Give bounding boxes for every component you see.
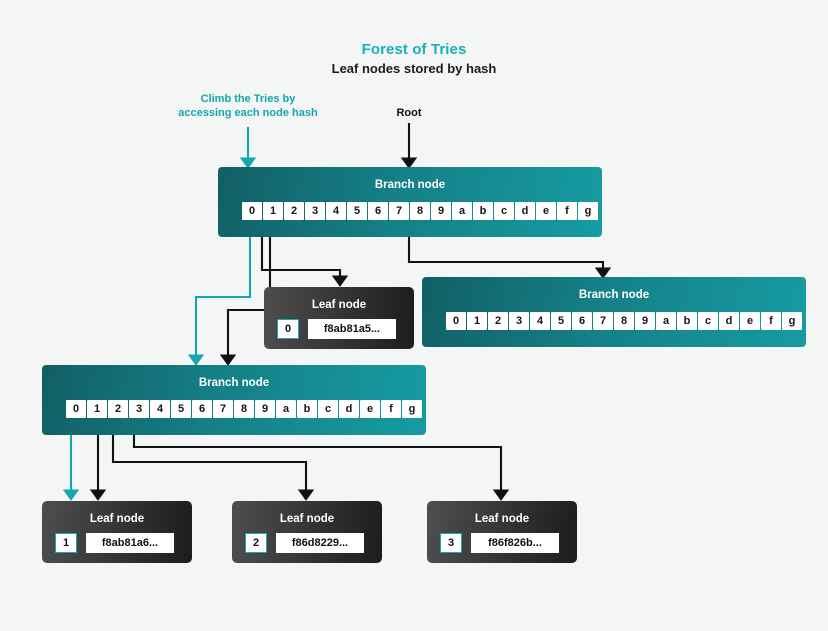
branch-cell-a[interactable]: a [656, 312, 676, 330]
branch-cell-8[interactable]: 8 [234, 400, 254, 418]
branch-cell-b[interactable]: b [677, 312, 697, 330]
leaf-hash-box[interactable]: f8ab81a6... [86, 533, 174, 553]
branch-cell-6[interactable]: 6 [368, 202, 388, 220]
branch-cell-8[interactable]: 8 [614, 312, 634, 330]
branch-cell-6[interactable]: 6 [572, 312, 592, 330]
branch-cell-1[interactable]: 1 [467, 312, 487, 330]
branch-cell-c[interactable]: c [698, 312, 718, 330]
leaf-hash-box[interactable]: f86d8229... [276, 533, 364, 553]
leaf-node-row: 2 f86d8229... [245, 533, 364, 553]
branch-cell-7[interactable]: 7 [213, 400, 233, 418]
branch-cell-3[interactable]: 3 [305, 202, 325, 220]
leaf-index-box[interactable]: 3 [440, 533, 462, 553]
branch-cell-9[interactable]: 9 [431, 202, 451, 220]
branch-cell-row: 0 1 2 3 4 5 6 7 8 9 a b c d e f g [66, 400, 422, 418]
wire-root8-to-right-branch [407, 232, 612, 279]
climb-annotation: Climb the Tries by accessing each node h… [178, 93, 318, 119]
branch-cell-4[interactable]: 4 [150, 400, 170, 418]
page-subtitle: Leaf nodes stored by hash [331, 61, 497, 76]
branch-node-right[interactable]: Branch node 0 1 2 3 4 5 6 7 8 9 a b c d … [422, 277, 806, 347]
leaf-node-top[interactable]: Leaf node 0 f8ab81a5... [264, 287, 414, 349]
branch-cell-e[interactable]: e [360, 400, 380, 418]
branch-cell-8[interactable]: 8 [410, 202, 430, 220]
branch-cell-e[interactable]: e [536, 202, 556, 220]
branch-cell-a[interactable]: a [452, 202, 472, 220]
branch-cell-2[interactable]: 2 [108, 400, 128, 418]
leaf-hash-box[interactable]: f8ab81a5... [308, 319, 396, 339]
branch-cell-b[interactable]: b [297, 400, 317, 418]
branch-cell-g[interactable]: g [578, 202, 598, 220]
branch-cell-f[interactable]: f [381, 400, 401, 418]
branch-cell-c[interactable]: c [318, 400, 338, 418]
leaf-node-row: 0 f8ab81a5... [277, 319, 396, 339]
branch-cell-0[interactable]: 0 [66, 400, 86, 418]
branch-cell-f[interactable]: f [557, 202, 577, 220]
leaf-node-row: 3 f86f826b... [440, 533, 559, 553]
branch-cell-1[interactable]: 1 [263, 202, 283, 220]
wire-lower3-to-leaf3 [132, 432, 510, 501]
branch-node-root[interactable]: Branch node 0 1 2 3 4 5 6 7 8 9 a b c d … [218, 167, 602, 237]
branch-cell-a[interactable]: a [276, 400, 296, 418]
branch-cell-d[interactable]: d [515, 202, 535, 220]
branch-cell-9[interactable]: 9 [635, 312, 655, 330]
branch-cell-0[interactable]: 0 [242, 202, 262, 220]
branch-cell-5[interactable]: 5 [347, 202, 367, 220]
wire-root0-to-lower-branch [187, 232, 252, 366]
branch-cell-row: 0 1 2 3 4 5 6 7 8 9 a b c d e f g [446, 312, 802, 330]
branch-cell-9[interactable]: 9 [255, 400, 275, 418]
branch-cell-7[interactable]: 7 [593, 312, 613, 330]
leaf-node-3[interactable]: Leaf node 3 f86f826b... [427, 501, 577, 563]
branch-cell-0[interactable]: 0 [446, 312, 466, 330]
branch-cell-d[interactable]: d [339, 400, 359, 418]
leaf-index-box[interactable]: 2 [245, 533, 267, 553]
branch-cell-b[interactable]: b [473, 202, 493, 220]
leaf-node-label: Leaf node [311, 299, 367, 311]
branch-cell-3[interactable]: 3 [509, 312, 529, 330]
branch-node-label: Branch node [198, 377, 270, 389]
branch-cell-7[interactable]: 7 [389, 202, 409, 220]
branch-cell-row: 0 1 2 3 4 5 6 7 8 9 a b c d e f g [242, 202, 598, 220]
branch-node-label: Branch node [374, 179, 446, 191]
branch-cell-2[interactable]: 2 [284, 202, 304, 220]
branch-cell-2[interactable]: 2 [488, 312, 508, 330]
branch-cell-d[interactable]: d [719, 312, 739, 330]
branch-cell-g[interactable]: g [402, 400, 422, 418]
branch-node-label: Branch node [578, 289, 650, 301]
leaf-node-label: Leaf node [89, 513, 145, 525]
leaf-node-label: Leaf node [279, 513, 335, 525]
leaf-node-label: Leaf node [474, 513, 530, 525]
branch-cell-g[interactable]: g [782, 312, 802, 330]
branch-cell-5[interactable]: 5 [551, 312, 571, 330]
leaf-hash-box[interactable]: f86f826b... [471, 533, 559, 553]
leaf-node-1[interactable]: Leaf node 1 f8ab81a6... [42, 501, 192, 563]
branch-cell-4[interactable]: 4 [326, 202, 346, 220]
branch-cell-3[interactable]: 3 [129, 400, 149, 418]
root-annotation: Root [396, 107, 422, 119]
wire-root-to-leaf-top [260, 232, 349, 287]
leaf-index-box[interactable]: 1 [55, 533, 77, 553]
branch-node-lower[interactable]: Branch node 0 1 2 3 4 5 6 7 8 9 a b c d … [42, 365, 426, 435]
wire-lower2-to-leaf2 [111, 432, 315, 501]
branch-cell-f[interactable]: f [761, 312, 781, 330]
branch-cell-c[interactable]: c [494, 202, 514, 220]
branch-cell-4[interactable]: 4 [530, 312, 550, 330]
leaf-node-row: 1 f8ab81a6... [55, 533, 174, 553]
leaf-index-box[interactable]: 0 [277, 319, 299, 339]
branch-cell-5[interactable]: 5 [171, 400, 191, 418]
branch-cell-e[interactable]: e [740, 312, 760, 330]
branch-cell-6[interactable]: 6 [192, 400, 212, 418]
leaf-node-2[interactable]: Leaf node 2 f86d8229... [232, 501, 382, 563]
page-title: Forest of Tries [361, 41, 467, 58]
branch-cell-1[interactable]: 1 [87, 400, 107, 418]
